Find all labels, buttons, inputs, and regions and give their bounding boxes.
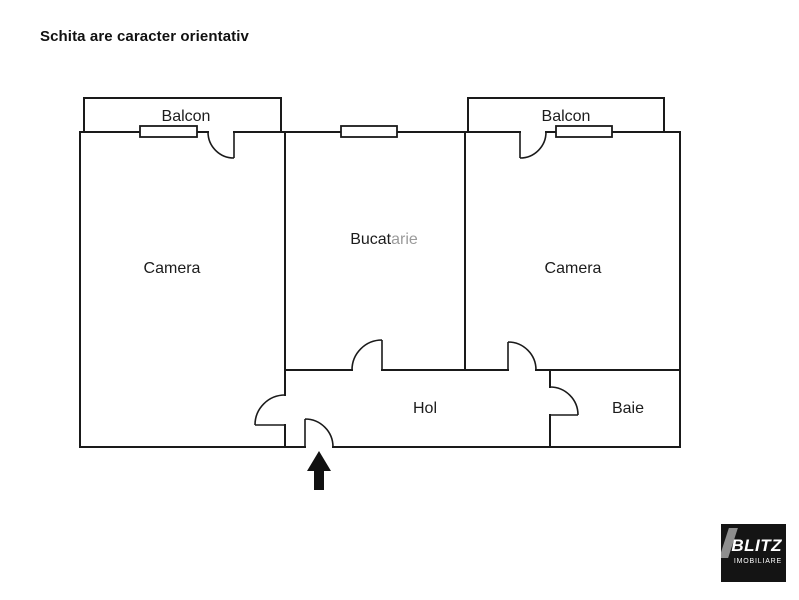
door-balcon-right	[519, 131, 547, 159]
blitz-logo: BLITZ IMOBILIARE	[721, 524, 786, 582]
window-balcon-right	[555, 125, 613, 138]
entrance-arrow-icon	[307, 451, 331, 490]
window-symbols	[139, 125, 613, 138]
balcon-right-walls	[467, 97, 665, 133]
door-baie	[549, 386, 579, 416]
room-label-camera-right: Camera	[545, 260, 602, 277]
room-label-baie: Baie	[612, 400, 644, 417]
door-bucatarie	[351, 339, 383, 371]
room-label-camera-left: Camera	[144, 260, 201, 277]
room-label-bucatarie-dark: Bucat	[350, 231, 391, 248]
door-camera-left	[254, 394, 286, 426]
room-label-hol: Hol	[413, 400, 437, 417]
door-entrance	[304, 418, 334, 448]
door-camera-right	[507, 341, 537, 371]
room-label-balcon-left: Balcon	[162, 108, 211, 125]
room-label-bucatarie: Bucatarie	[350, 231, 418, 248]
balcon-left-walls	[83, 97, 282, 133]
window-balcon-left	[139, 125, 198, 138]
window-bucatarie	[340, 125, 398, 138]
logo-subtitle-text: IMOBILIARE	[733, 558, 782, 565]
door-symbols	[207, 131, 579, 448]
logo-brand-text: BLITZ	[731, 536, 782, 555]
room-label-bucatarie-light: arie	[391, 231, 418, 248]
room-label-balcon-right: Balcon	[542, 108, 591, 125]
disclaimer-text: Schita are caracter orientativ	[40, 28, 249, 45]
door-balcon-left	[207, 131, 235, 159]
